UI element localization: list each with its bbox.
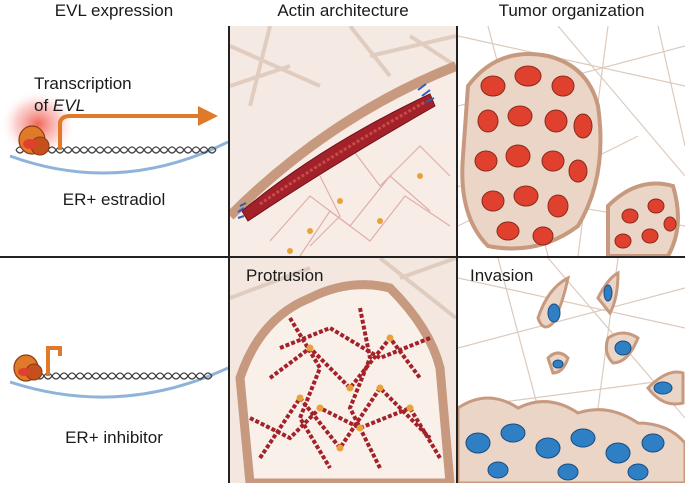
actin-bundle — [241, 93, 436, 222]
transcription-gene: EVL — [52, 96, 86, 115]
transcription-label-line1: Transcription — [34, 74, 132, 93]
invasion-label: Invasion — [470, 266, 534, 285]
cell-nuclei — [465, 284, 673, 481]
cell-cytoplasm — [230, 66, 456, 256]
transcription-label-line2: of EVL — [34, 96, 85, 116]
cell-nuclei — [474, 65, 593, 246]
dna-helix — [19, 372, 213, 380]
panel-evl-inhibitor: ER+ inhibitor — [0, 258, 228, 483]
actin-network — [249, 307, 442, 470]
transcription-of: of — [34, 96, 49, 115]
panel-tumor-clustered — [458, 26, 685, 256]
cell-membrane — [230, 61, 456, 220]
crosslinker-dots — [296, 334, 414, 452]
condition-inhibitor: ER+ inhibitor — [65, 428, 163, 447]
chromatin-line — [9, 140, 228, 175]
horizontal-divider — [0, 256, 685, 258]
header-evl-expression: EVL expression — [54, 1, 174, 20]
transcription-arrowhead — [198, 106, 218, 126]
background-fibers — [230, 258, 456, 320]
protrusion-membrane — [235, 280, 455, 483]
protrusion-label: Protrusion — [246, 266, 324, 285]
rna-polymerase-icon — [13, 354, 43, 382]
transcription-arrow — [58, 114, 200, 150]
panel-actin-bundle — [230, 26, 456, 256]
actin-bundle-highlight — [259, 100, 426, 206]
rna-polymerase-icon — [18, 125, 50, 156]
crosslinker-dots — [287, 173, 423, 254]
panel-actin-protrusion: Protrusion — [230, 258, 456, 483]
cell-nuclei-secondary — [614, 198, 677, 249]
actin-mesh — [269, 145, 451, 256]
header-actin-architecture: Actin architecture — [277, 1, 409, 20]
chromatin-line — [9, 366, 228, 399]
background-fibers — [230, 26, 456, 107]
vertical-divider-right — [456, 26, 458, 483]
condition-estradiol: ER+ estradiol — [62, 190, 166, 209]
vertical-divider-left — [228, 26, 230, 483]
header-tumor-organization: Tumor organization — [498, 1, 645, 20]
blocked-transcription-icon — [46, 346, 62, 376]
panel-tumor-invasion: Invasion — [458, 258, 685, 483]
evl-tips-icon — [237, 83, 435, 219]
panel-evl-estradiol: Transcription of EVL ER+ estradiol — [0, 26, 228, 256]
